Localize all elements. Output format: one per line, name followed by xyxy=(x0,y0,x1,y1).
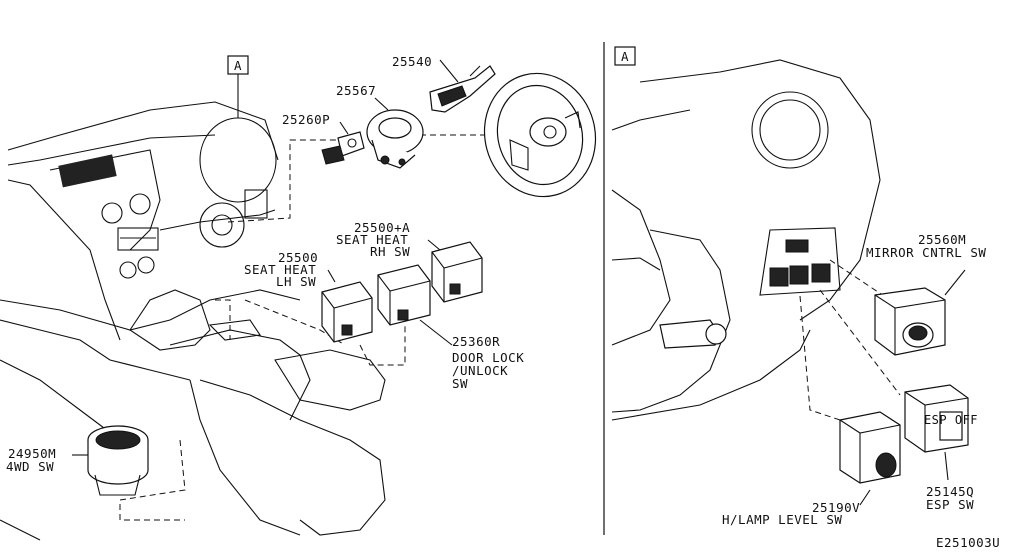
label-24950M-desc-1: 4WD SW xyxy=(6,459,54,474)
label-25567: 25567 xyxy=(336,83,376,98)
dashboard-closeup-illustration xyxy=(611,59,881,421)
label-25500-desc-1: SEAT HEAT xyxy=(244,262,316,277)
esp-button-text: ESP OFF xyxy=(924,413,978,427)
label-25360R: 25360R xyxy=(452,334,500,349)
label-25500A-desc-2: RH SW xyxy=(370,244,410,259)
dashboard-illustration xyxy=(0,101,386,541)
part-25500A-icon xyxy=(427,239,483,303)
part-25260P-icon xyxy=(321,121,365,165)
right-panel: A xyxy=(611,46,986,527)
svg-text:A: A xyxy=(621,49,629,64)
svg-text:A: A xyxy=(234,58,242,73)
label-25500: 25500 xyxy=(278,250,318,265)
label-25500A-desc-1: SEAT HEAT xyxy=(336,232,408,247)
label-25560M: 25560M xyxy=(918,232,966,247)
part-25500-icon xyxy=(321,269,373,343)
label-25190V: 25190V xyxy=(812,500,860,515)
label-25360R-desc-1: DOOR LOCK xyxy=(452,350,524,365)
label-24950M: 24950M xyxy=(8,446,56,461)
part-25567-icon xyxy=(366,97,424,169)
label-25145Q: 25145Q xyxy=(926,484,974,499)
part-25145Q-icon: ESP OFF xyxy=(904,384,978,481)
label-25145Q-desc-1: ESP SW xyxy=(926,497,974,512)
label-25500-desc-2: LH SW xyxy=(276,274,316,289)
leader-lines-left xyxy=(119,134,500,521)
label-25360R-desc-2: /UNLOCK xyxy=(452,363,508,378)
view-marker-right: A xyxy=(614,46,636,66)
part-25540-icon xyxy=(429,59,496,113)
label-25190V-desc-1: H/LAMP LEVEL SW xyxy=(722,512,842,527)
view-marker-left: A xyxy=(227,55,249,118)
part-25560M-icon xyxy=(874,269,966,356)
part-24950M-icon xyxy=(72,425,149,496)
steering-wheel-icon xyxy=(483,72,597,198)
label-25500A: 25500+A xyxy=(354,220,410,235)
label-25260P: 25260P xyxy=(282,112,330,127)
label-25560M-desc-1: MIRROR CNTRL SW xyxy=(866,245,986,260)
left-panel: A xyxy=(0,54,597,541)
part-25360R-icon xyxy=(377,264,453,346)
drawing-code: E251003U xyxy=(936,535,1000,550)
label-25540: 25540 xyxy=(392,54,432,69)
label-25360R-desc-3: SW xyxy=(452,376,468,391)
part-25190V-icon xyxy=(839,411,901,506)
